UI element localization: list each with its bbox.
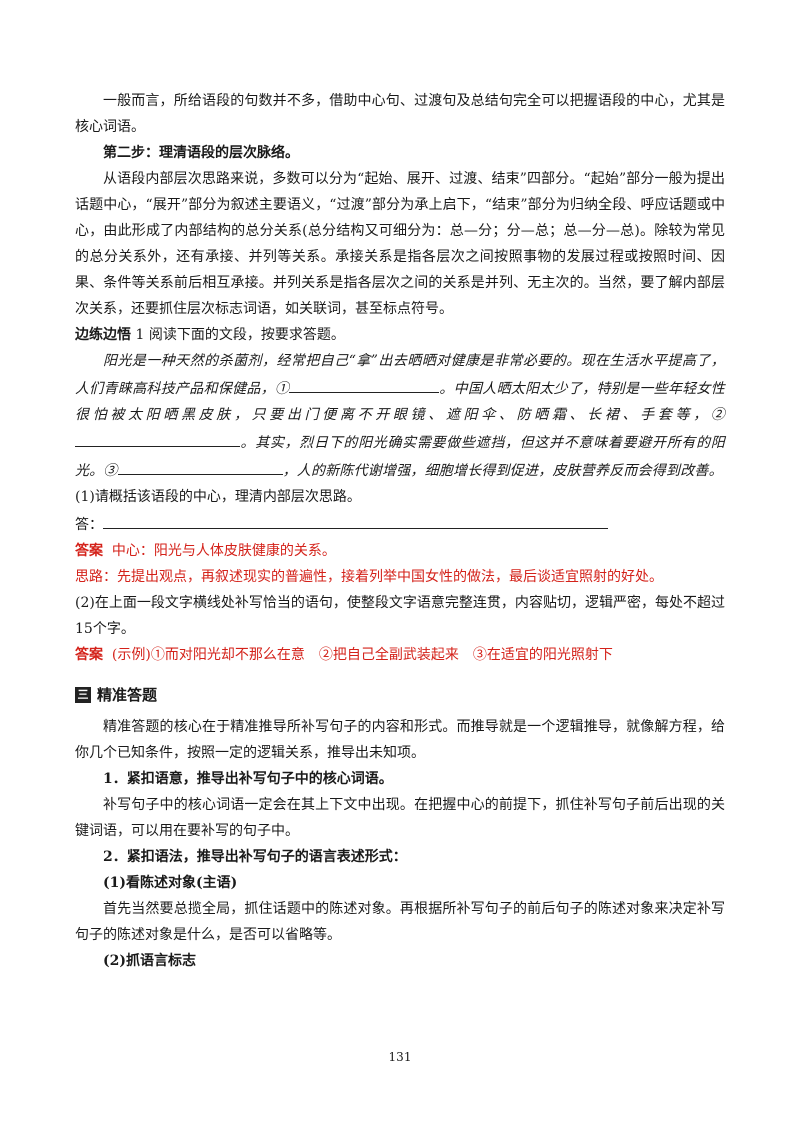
section-3-heading: 三 精准答题 (75, 682, 725, 708)
exercise-passage: 阳光是一种天然的杀菌剂，经常把自己“拿”出去晒晒对健康是非常必要的。现在生活水平… (75, 348, 725, 484)
blank-2 (75, 428, 240, 447)
exercise-header: 边练边悟 1 阅读下面的文段，按要求答题。 (75, 322, 725, 348)
answer-2-label: 答案 (75, 647, 103, 663)
step2-heading: 第二步：理清语段的层次脉络。 (103, 145, 299, 161)
section-3-number: 三 (75, 687, 91, 703)
blank-3 (117, 456, 283, 475)
answer-line-row: 答： (75, 510, 725, 538)
answer-1: 答案 中心：阳光与人体皮肤健康的关系。 (75, 538, 725, 564)
passage-part-c: 。其实，烈日下的阳光确实需要做些遮挡，但这并不意味着要避开所有的阳光。③ (75, 435, 725, 479)
paragraph-subject: 首先当然要总揽全局，抓住话题中的陈述对象。再根据所补写句子的前后句子的陈述对象来… (75, 901, 725, 943)
answer-2-text: (示例)①而对阳光却不那么在意 ②把自己全副武装起来 ③在适宜的阳光照射下 (111, 647, 613, 663)
page-content: 一般而言，所给语段的句数并不多，借助中心句、过渡句及总结句完全可以把握语段的中心… (75, 88, 725, 974)
paragraph-structure: 从语段内部层次思路来说，多数可以分为“起始、展开、过渡、结束”四部分。“起始”部… (75, 171, 725, 317)
answer-1-label: 答案 (75, 543, 103, 559)
paragraph-core-words: 补写句子中的核心词语一定会在其上下文中出现。在把握中心的前提下，抓住补写句子前后… (75, 797, 725, 839)
answer-2: 答案 (示例)①而对阳光却不那么在意 ②把自己全副武装起来 ③在适宜的阳光照射下 (75, 642, 725, 668)
item-2-heading: 2．紧扣语法，推导出补写句子的语言表述形式： (103, 849, 407, 865)
blank-1 (289, 374, 440, 393)
sub-1-heading: (1)看陈述对象(主语) (103, 875, 238, 891)
answer-1-thought: 思路：先提出观点，再叙述现实的普遍性，接着列举中国女性的做法，最后谈适宜照射的好… (75, 569, 663, 585)
answer-1-text: 中心：阳光与人体皮肤健康的关系。 (111, 543, 336, 559)
section-3-title: 精准答题 (97, 686, 158, 704)
answer-line (103, 510, 608, 529)
passage-part-d: ，人的新陈代谢增强，细胞增长得到促进，皮肤营养反而会得到改善。 (282, 463, 723, 479)
exercise-instruction: 阅读下面的文段，按要求答题。 (148, 327, 345, 343)
passage-part-b: 。中国人晒太阳太少了，特别是一些年轻女性很怕被太阳晒黑皮肤，只要出门便离不开眼镜… (75, 381, 726, 423)
page-number: 131 (388, 1050, 412, 1064)
paragraph-central-sentence: 一般而言，所给语段的句数并不多，借助中心句、过渡句及总结句完全可以把握语段的中心… (75, 93, 725, 135)
question-2: (2)在上面一段文字横线处补写恰当的语句，使整段文字语意完整连贯，内容贴切，逻辑… (75, 595, 725, 637)
passage-part-a: 阳光是一种天然的杀菌剂，经常把自己“拿”出去晒晒对健康是非常必要的。现在生活水平… (75, 353, 725, 397)
item-1-heading: 1．紧扣语意，推导出补写句子中的核心词语。 (103, 771, 393, 787)
sub-2-heading: (2)抓语言标志 (103, 953, 196, 969)
question-1: (1)请概括该语段的中心，理清内部层次思路。 (75, 489, 361, 505)
paragraph-precise-answer: 精准答题的核心在于精准推导所补写句子的内容和形式。而推导就是一个逻辑推导，就像解… (75, 719, 725, 761)
exercise-label: 边练边悟 (75, 327, 131, 343)
answer-prefix: 答： (75, 517, 103, 533)
exercise-number: 1 (135, 327, 145, 343)
